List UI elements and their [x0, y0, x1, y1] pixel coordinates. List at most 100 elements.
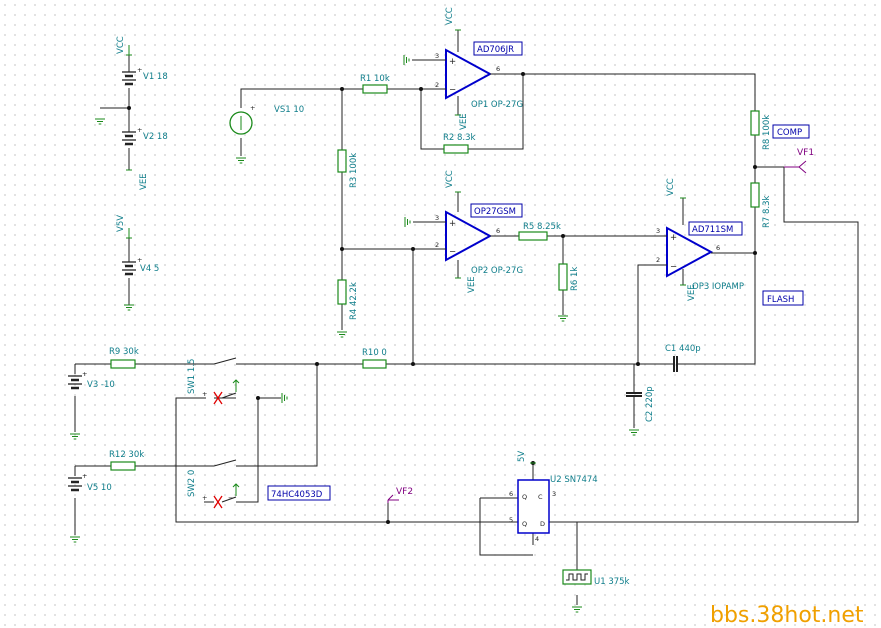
label-r4: R4 42.2k: [349, 282, 359, 320]
ground-icon: [69, 536, 81, 543]
svg-text:+: +: [202, 390, 207, 398]
svg-text:C: C: [538, 493, 543, 501]
svg-text:Q: Q: [522, 493, 527, 501]
label-u2: U2 SN7474: [550, 475, 598, 485]
svg-text:5: 5: [509, 516, 513, 524]
label-sw2: SW2 0: [187, 470, 197, 497]
junctions: [127, 72, 757, 524]
v5v-arrow-icon: [126, 228, 132, 239]
resistor-r10: [362, 359, 387, 369]
label-vee-left: VEE: [139, 173, 149, 190]
vcc-arrow-icon: [126, 45, 132, 56]
label-vcc-op1: VCC: [445, 7, 455, 25]
label-sw1: SW1 1.5: [187, 359, 197, 394]
svg-text:3: 3: [552, 490, 556, 498]
ground-icon: [123, 304, 135, 311]
label-c1: C1 440p: [665, 344, 701, 354]
battery-v1: +: [120, 66, 142, 86]
battery-v5: +: [66, 472, 87, 492]
label-v4: V4 5: [140, 264, 159, 274]
svg-text:+: +: [137, 126, 142, 134]
power-rails: [126, 29, 686, 464]
labels: VCC V1 18 V2 18 VEE V5V V4 5 VS1 10 R1 1…: [87, 7, 814, 587]
svg-text:AD711SM: AD711SM: [692, 225, 733, 235]
svg-text:3: 3: [435, 214, 439, 222]
label-r8: R8 100k: [762, 115, 772, 150]
label-v2: V2 18: [143, 132, 168, 142]
ground-icon: [571, 606, 583, 613]
svg-text:2: 2: [656, 256, 660, 264]
svg-text:AD706JR: AD706JR: [477, 45, 514, 55]
label-r12: R12 30k: [109, 450, 144, 460]
label-r5: R5 8.25k: [523, 222, 561, 232]
label-vcc-op3: VCC: [666, 178, 676, 196]
resistor-r9: [110, 359, 136, 369]
label-c2: C2 220p: [645, 386, 655, 422]
svg-text:D: D: [540, 520, 545, 528]
flipflop-u2: Q C Q D 6 5 3 4: [509, 479, 556, 543]
label-r10: R10 0: [362, 348, 387, 358]
svg-text:6: 6: [496, 227, 500, 235]
label-op2: OP2 OP-27G: [471, 266, 523, 276]
svg-text:6: 6: [496, 65, 500, 73]
resistor-r2: [443, 144, 469, 154]
svg-text:2: 2: [435, 81, 439, 89]
svg-text:6: 6: [509, 490, 513, 498]
label-v5v-left: V5V: [116, 215, 126, 232]
label-vf1: VF1: [797, 148, 814, 158]
svg-text:+: +: [137, 66, 142, 74]
ground-icon: [628, 429, 640, 436]
svg-text:+: +: [82, 472, 87, 480]
ground-icon: [235, 157, 247, 164]
label-vs1: VS1 10: [274, 105, 304, 115]
svg-text:COMP: COMP: [777, 128, 802, 138]
label-vcc-top: VCC: [116, 36, 126, 54]
svg-text:−: −: [449, 85, 456, 95]
resistor-r8: [750, 110, 760, 136]
wires: [74, 30, 859, 605]
ground-icon: [94, 118, 106, 125]
ground-icon: [69, 433, 81, 440]
label-u2-5v: 5V: [517, 451, 527, 462]
svg-text:−: −: [228, 390, 233, 398]
label-vee-op2: VEE: [467, 276, 477, 293]
label-u1: U1 375k: [594, 577, 630, 587]
resistor-r3: [337, 149, 347, 173]
svg-text:+: +: [202, 494, 207, 502]
label-v3: V3 -10: [87, 380, 115, 390]
svg-text:−: −: [449, 247, 456, 257]
resistor-r6: [558, 263, 568, 291]
label-vcc-op2: VCC: [445, 170, 455, 188]
label-vee-op3: VEE: [687, 284, 697, 301]
opamp-op1: +− 3 2 6: [435, 48, 500, 100]
tag-comp: COMP: [772, 124, 810, 139]
resistor-r1: [362, 84, 388, 94]
svg-text:−: −: [670, 262, 677, 272]
label-r7: R7 8.3k: [762, 195, 772, 228]
ground-icon: [404, 217, 411, 227]
ground-icon: [281, 393, 288, 403]
svg-text:6: 6: [716, 244, 720, 252]
resistor-r5: [518, 231, 548, 241]
ground-icon: [557, 315, 569, 322]
svg-text:2: 2: [435, 241, 439, 249]
svg-text:3: 3: [435, 52, 439, 60]
tag-ad706jr: AD706JR: [473, 41, 523, 56]
tag-ad711sm: AD711SM: [688, 221, 743, 236]
svg-text:+: +: [82, 370, 87, 378]
svg-text:+: +: [449, 219, 456, 229]
label-r1: R1 10k: [360, 74, 390, 84]
svg-text:+: +: [137, 256, 142, 264]
capacitor-c2: [626, 384, 642, 406]
resistor-r4: [337, 279, 347, 305]
svg-text:Q: Q: [522, 520, 527, 528]
battery-v4: +: [120, 256, 142, 276]
label-r3: R3 100k: [349, 153, 359, 188]
label-v5: V5 10: [87, 483, 112, 493]
probe-vf1: [784, 160, 807, 174]
voltage-source-vs1: +: [229, 104, 255, 135]
label-r9: R9 30k: [109, 347, 139, 357]
label-vf2: VF2: [396, 487, 413, 497]
resistor-r12: [110, 461, 136, 471]
